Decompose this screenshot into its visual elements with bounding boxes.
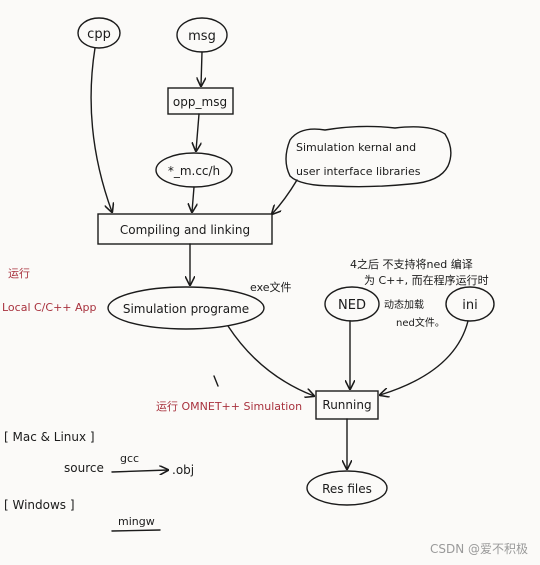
exe-file-note: exe文件 bbox=[250, 280, 292, 294]
node-m-files: *_m.cc/h bbox=[155, 152, 233, 188]
node-sim-program: Simulation programe bbox=[107, 286, 265, 330]
gcc-label: gcc bbox=[120, 452, 139, 465]
node-opp-msg-label: opp_msg bbox=[173, 95, 227, 109]
obj-label: .obj bbox=[172, 463, 194, 477]
node-ned: NED bbox=[324, 286, 380, 322]
mac-linux-section: [ Mac & Linux ] source gcc .obj bbox=[4, 430, 194, 477]
arrow-ini-to-running bbox=[380, 320, 469, 395]
arrow-oppmsg-to-mfiles bbox=[196, 113, 199, 151]
mingw-underline bbox=[111, 529, 161, 532]
arrow-mfiles-to-compiling bbox=[192, 186, 194, 212]
ned-note: 4之后 不支持将ned 编译 为 C++, 而在程序运行时 动态加载 ned文件… bbox=[350, 257, 489, 329]
arrow-msg-to-oppmsg bbox=[201, 51, 202, 86]
arrow-kernel-to-compiling bbox=[272, 179, 298, 214]
node-sim-program-label: Simulation programe bbox=[123, 302, 249, 316]
ned-note-line-1: 4之后 不支持将ned 编译 bbox=[350, 257, 473, 271]
node-sim-kernel: Simulation kernal and user interface lib… bbox=[285, 125, 452, 188]
node-ini: ini bbox=[445, 286, 495, 322]
run-omnet-label: 运行 OMNET++ Simulation bbox=[156, 400, 302, 413]
local-app-label: Local C/C++ App bbox=[2, 301, 97, 314]
node-running: Running bbox=[315, 390, 379, 420]
node-cpp-label: cpp bbox=[87, 27, 111, 42]
sim-kernel-line-1: Simulation kernal and bbox=[296, 141, 416, 154]
node-cpp: cpp bbox=[77, 17, 121, 49]
windows-section: [ Windows ] mingw bbox=[4, 498, 161, 532]
run-local-label: 运行 bbox=[8, 267, 30, 280]
node-ned-label: NED bbox=[338, 298, 366, 313]
mingw-label: mingw bbox=[118, 515, 155, 528]
node-running-label: Running bbox=[322, 398, 371, 412]
node-compiling: Compiling and linking bbox=[97, 213, 273, 245]
sim-kernel-line-2: user interface libraries bbox=[296, 165, 421, 178]
arrow-program-to-running bbox=[227, 325, 314, 396]
node-msg-label: msg bbox=[188, 29, 216, 44]
node-res-files: Res files bbox=[306, 470, 388, 506]
mac-linux-heading: [ Mac & Linux ] bbox=[4, 430, 95, 444]
node-ini-label: ini bbox=[462, 298, 477, 313]
windows-heading: [ Windows ] bbox=[4, 498, 75, 512]
ned-note-line-4: ned文件。 bbox=[396, 316, 445, 329]
watermark: CSDN @爱不积极 bbox=[430, 542, 528, 556]
arrows bbox=[90, 47, 469, 469]
arrow-cpp-to-compiling bbox=[90, 47, 112, 212]
ned-note-line-2: 为 C++, 而在程序运行时 bbox=[364, 273, 489, 287]
ned-note-line-3: 动态加载 bbox=[384, 298, 424, 311]
node-opp-msg: opp_msg bbox=[167, 87, 234, 115]
node-m-files-label: *_m.cc/h bbox=[168, 164, 220, 178]
node-res-files-label: Res files bbox=[322, 482, 372, 496]
arrow-gcc bbox=[111, 470, 168, 472]
tick-mark bbox=[213, 375, 219, 387]
source-label: source bbox=[64, 461, 104, 475]
node-compiling-label: Compiling and linking bbox=[120, 223, 250, 237]
node-msg: msg bbox=[176, 17, 228, 53]
